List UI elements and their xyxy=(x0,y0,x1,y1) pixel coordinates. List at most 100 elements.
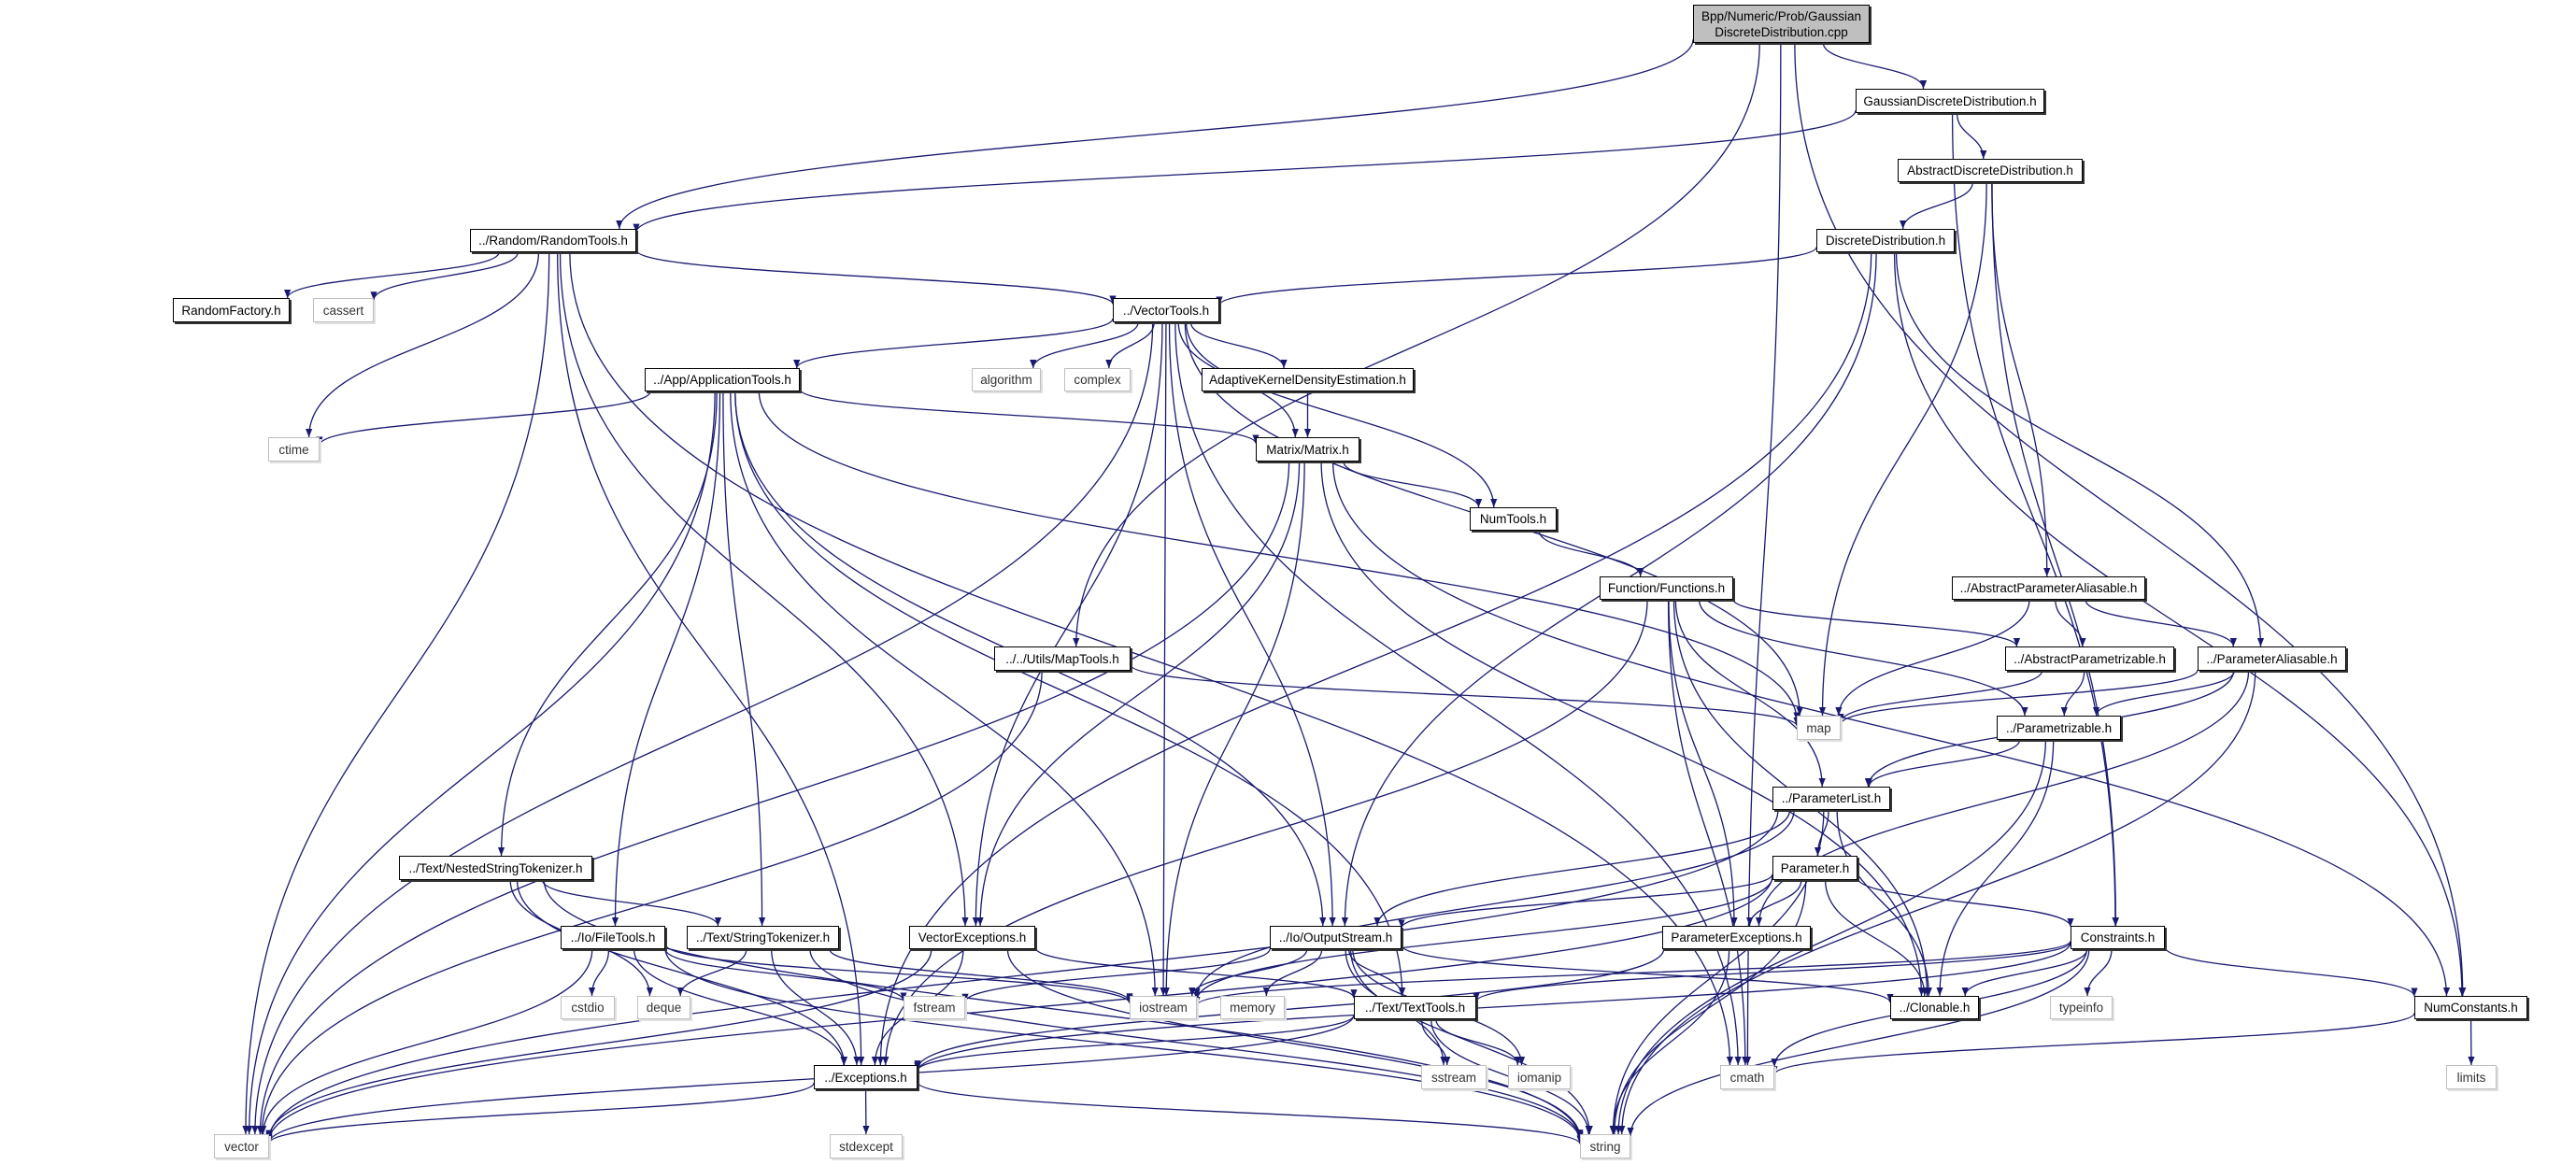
edge-filetools-to-fstream xyxy=(664,948,907,1002)
edge-stringtok-to-deque xyxy=(676,948,747,997)
edge-constraints-to-numconst xyxy=(2164,946,2418,997)
node-apptools[interactable]: ../App/ApplicationTools.h xyxy=(645,368,800,391)
node-vector: vector xyxy=(214,1134,269,1158)
edge-outstream-to-memory xyxy=(1262,948,1323,997)
edge-filetools-to-vector xyxy=(260,948,593,1135)
edge-parameter-to-string xyxy=(1611,879,1807,1135)
node-vecexc[interactable]: VectorExceptions.h xyxy=(909,926,1035,949)
edge-functions-to-aparam xyxy=(1732,599,2020,647)
node-parameter[interactable]: Parameter.h xyxy=(1772,856,1857,880)
edge-root-to-numconst xyxy=(1794,42,2467,997)
node-stdexcept: stdexcept xyxy=(830,1134,903,1158)
edge-maptools-to-map xyxy=(1130,664,1800,727)
edge-texttools-to-vector xyxy=(265,1015,1355,1144)
node-label: ParameterExceptions.h xyxy=(1671,931,1802,945)
node-numtools[interactable]: NumTools.h xyxy=(1470,507,1557,531)
edge-apptools-to-filetools xyxy=(611,391,721,927)
node-label: DiscreteDistribution.h xyxy=(1825,234,1946,248)
node-clonable[interactable]: ../Clonable.h xyxy=(1890,996,1979,1019)
node-outstream[interactable]: ../Io/OutputStream.h xyxy=(1270,926,1402,949)
node-label: stdexcept xyxy=(839,1139,893,1154)
edge-vecexc-to-string xyxy=(1006,948,1584,1139)
node-label: sstream xyxy=(1430,1070,1476,1085)
edge-paramlist-to-outstream xyxy=(1373,809,1791,927)
node-paramlist[interactable]: ../ParameterList.h xyxy=(1772,787,1890,810)
edge-root-to-gdd xyxy=(1822,42,1928,90)
edge-vecexc-to-vector xyxy=(265,948,932,1139)
edge-constraints-to-string xyxy=(1627,948,2090,1137)
node-nst[interactable]: ../Text/NestedStringTokenizer.h xyxy=(399,856,592,880)
edge-parameter-to-clonable xyxy=(1824,879,1928,997)
node-exceptions[interactable]: ../Exceptions.h xyxy=(814,1065,918,1089)
edge-vectortools-to-vector xyxy=(251,321,1154,1135)
edge-dd-to-vectortools xyxy=(1216,247,1817,306)
node-cstdio: cstdio xyxy=(561,996,615,1019)
edge-functions-to-paramexc xyxy=(1668,599,1738,927)
node-string: string xyxy=(1580,1134,1630,1158)
node-label: NumConstants.h xyxy=(2424,1001,2518,1015)
node-vectortools[interactable]: ../VectorTools.h xyxy=(1113,298,1219,322)
edge-apa-to-aparam xyxy=(2055,599,2086,647)
node-label: ../ParameterList.h xyxy=(1781,791,1882,805)
node-label: ../Clonable.h xyxy=(1899,1001,1971,1015)
edge-vectortools-to-iostream xyxy=(1160,321,1167,997)
edge-filetools-to-exceptions xyxy=(633,948,847,1066)
node-label: fstream xyxy=(913,1001,956,1015)
edge-stringtok-to-string xyxy=(809,948,1584,1141)
edge-functions-to-exceptions xyxy=(882,599,1648,1066)
node-numconst[interactable]: NumConstants.h xyxy=(2414,996,2527,1019)
node-label: ../AbstractParameterAliasable.h xyxy=(1959,581,2138,595)
node-label: ../Random/RandomTools.h xyxy=(478,234,628,248)
node-functions[interactable]: Function/Functions.h xyxy=(1600,576,1733,600)
node-label: vector xyxy=(224,1139,259,1154)
node-label: Matrix/Matrix.h xyxy=(1266,442,1349,457)
edge-apa-to-palias xyxy=(2085,599,2237,647)
node-randomtools[interactable]: ../Random/RandomTools.h xyxy=(470,229,636,252)
edge-exceptions-to-vector xyxy=(265,1082,815,1144)
node-add[interactable]: AbstractDiscreteDistribution.h xyxy=(1898,159,2083,182)
node-gdd[interactable]: GaussianDiscreteDistribution.h xyxy=(1856,89,2044,113)
edge-outstream-to-iostream xyxy=(1188,948,1308,997)
node-filetools[interactable]: ../Io/FileTools.h xyxy=(561,926,665,949)
edge-stringtok-to-iostream xyxy=(829,948,1133,1002)
edge-matrix-to-numtools xyxy=(1343,461,1483,508)
edge-add-to-apa xyxy=(1991,181,2051,577)
edge-vecexc-to-texttools xyxy=(1034,946,1358,999)
edge-dd-to-exceptions xyxy=(876,251,1872,1066)
node-paramexc[interactable]: ParameterExceptions.h xyxy=(1662,926,1811,949)
edge-exceptions-to-string xyxy=(917,1081,1584,1145)
node-fstream: fstream xyxy=(904,996,965,1019)
edge-apptools-to-texttools xyxy=(734,391,1406,997)
edge-parameter-to-paramexc xyxy=(1746,879,1802,927)
edge-filetools-to-iostream xyxy=(664,944,1133,1004)
edge-add-to-dd xyxy=(1900,181,1973,230)
edge-filetools-to-string xyxy=(664,948,1584,1142)
node-randomfactory[interactable]: RandomFactory.h xyxy=(173,298,290,322)
node-label: ../App/ApplicationTools.h xyxy=(653,373,791,387)
node-stringtok[interactable]: ../Text/StringTokenizer.h xyxy=(687,926,839,949)
node-parametrizable[interactable]: ../Parametrizable.h xyxy=(1997,716,2121,740)
edge-matrix-to-vecexc xyxy=(976,461,1301,927)
edge-apa-to-map xyxy=(1835,599,2030,717)
node-apa[interactable]: ../AbstractParameterAliasable.h xyxy=(1952,576,2145,600)
edge-root-to-maptools xyxy=(1073,42,1760,647)
node-palias[interactable]: ../ParameterAliasable.h xyxy=(2198,646,2346,671)
node-maptools[interactable]: ../../Utils/MapTools.h xyxy=(994,646,1131,671)
node-constraints[interactable]: Constraints.h xyxy=(2071,926,2165,949)
node-label: VectorExceptions.h xyxy=(918,931,1027,945)
edge-dd-to-numconst xyxy=(1893,251,2466,997)
node-label: iostream xyxy=(1139,1001,1188,1015)
node-aparam[interactable]: ../AbstractParametrizable.h xyxy=(2005,646,2174,671)
node-label: ctime xyxy=(278,442,309,457)
node-texttools[interactable]: ../Text/TextTools.h xyxy=(1354,996,1476,1019)
node-akde[interactable]: AdaptiveKernelDensityEstimation.h xyxy=(1202,368,1414,391)
node-memory: memory xyxy=(1220,996,1285,1019)
node-label: Function/Functions.h xyxy=(1607,581,1726,595)
node-matrix[interactable]: Matrix/Matrix.h xyxy=(1256,437,1359,462)
node-sstream: sstream xyxy=(1421,1065,1487,1089)
edge-outstream-to-string xyxy=(1349,948,1593,1135)
node-label: ../VectorTools.h xyxy=(1122,303,1210,318)
node-label: string xyxy=(1589,1139,1621,1154)
node-dd[interactable]: DiscreteDistribution.h xyxy=(1816,229,1955,252)
node-label: Parameter.h xyxy=(1780,860,1850,875)
